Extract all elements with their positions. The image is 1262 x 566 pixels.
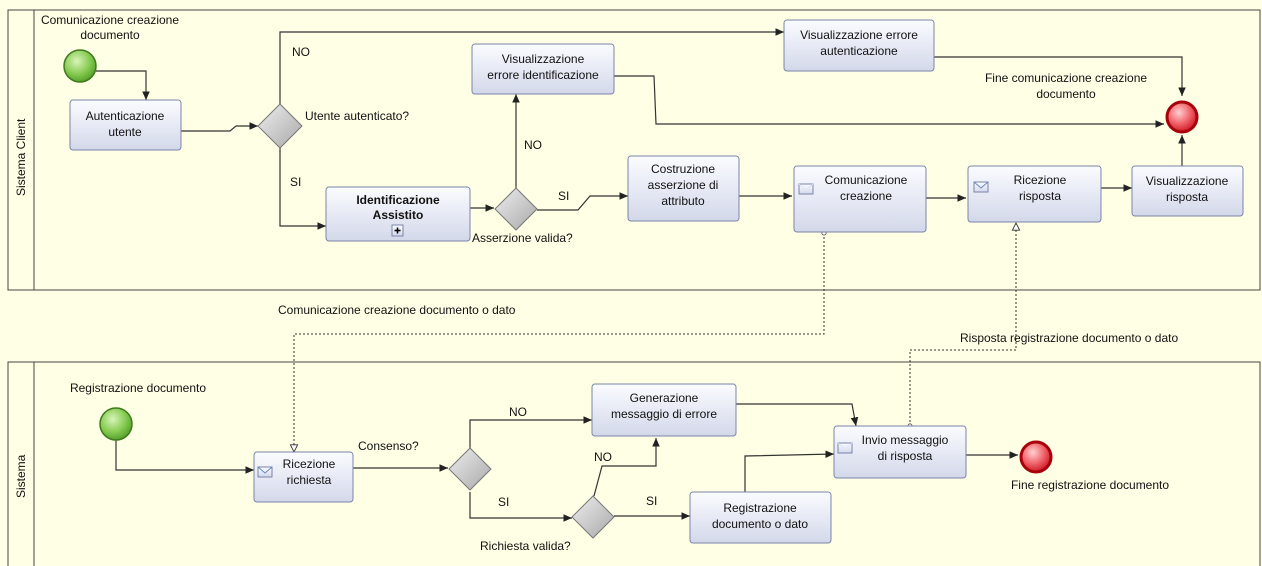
- message-flows: [294, 223, 1016, 452]
- svg-text:Visualizzazione: Visualizzazione: [502, 52, 585, 66]
- svg-text:utente: utente: [108, 125, 142, 139]
- task-identificazione-assistito: Identificazione Assistito: [325, 186, 471, 242]
- svg-text:asserzione di: asserzione di: [648, 178, 719, 192]
- svg-text:Visualizzazione errore: Visualizzazione errore: [800, 28, 918, 42]
- receive-message-icon: [973, 181, 989, 193]
- task-invio-messaggio-risposta: Invio messaggio di risposta: [833, 425, 967, 479]
- svg-text:Identificazione: Identificazione: [356, 193, 440, 207]
- svg-text:Registrazione: Registrazione: [723, 501, 797, 515]
- label-no-richiesta: NO: [594, 450, 612, 464]
- gateway-asserzione-valida: Asserzione valida?: [472, 187, 573, 245]
- label-si-richiesta: SI: [646, 494, 657, 508]
- receive-message-icon: [257, 466, 273, 478]
- send-message-icon: [798, 183, 814, 195]
- svg-text:Invio messaggio: Invio messaggio: [862, 433, 949, 447]
- label-si-consenso: SI: [498, 495, 509, 509]
- svg-text:documento o dato: documento o dato: [712, 517, 808, 531]
- client-lane-title: Sistema Client: [14, 118, 28, 196]
- task-autenticazione-utente: Autenticazione utente: [69, 99, 182, 151]
- system-end-label: Fine registrazione documento: [1011, 478, 1169, 492]
- system-lane-title: Sistema: [14, 454, 28, 498]
- gateway-consenso-label: Consenso?: [358, 439, 419, 453]
- svg-text:Visualizzazione: Visualizzazione: [1146, 174, 1229, 188]
- svg-text:errore identificazione: errore identificazione: [487, 68, 599, 82]
- client-end-label-2: documento: [1036, 87, 1096, 101]
- client-start-event: Comunicazione creazione documento: [41, 13, 179, 83]
- svg-text:Generazione: Generazione: [630, 391, 699, 405]
- svg-text:Autenticazione: Autenticazione: [86, 109, 165, 123]
- label-no-consenso: NO: [509, 405, 527, 419]
- task-visualizzazione-errore-identificazione: Visualizzazione errore identificazione: [471, 43, 615, 95]
- subprocess-plus-icon: [391, 224, 404, 237]
- client-start-label-1: Comunicazione creazione: [41, 13, 179, 27]
- gateway-richiesta-valida: Richiesta valida?: [480, 495, 615, 553]
- system-start-label: Registrazione documento: [70, 381, 206, 395]
- message-flow-comunicazione-label: Comunicazione creazione documento o dato: [278, 303, 516, 317]
- svg-text:risposta: risposta: [1166, 190, 1208, 204]
- task-registrazione-documento: Registrazione documento o dato: [689, 491, 832, 544]
- system-start-event: Registrazione documento: [70, 381, 206, 441]
- send-message-icon: [837, 442, 853, 454]
- task-ricezione-richiesta: Ricezione richiesta: [253, 451, 354, 503]
- label-no-asserzione: NO: [524, 138, 542, 152]
- task-visualizzazione-risposta: Visualizzazione risposta: [1131, 165, 1244, 217]
- svg-text:attributo: attributo: [661, 194, 705, 208]
- gateway-utente-autenticato: Utente autenticato?: [257, 103, 409, 149]
- task-ricezione-risposta: Ricezione risposta: [967, 165, 1102, 223]
- client-end-event: Fine comunicazione creazione documento: [985, 71, 1199, 134]
- label-si-auth: SI: [290, 175, 301, 189]
- svg-text:autenticazione: autenticazione: [820, 44, 898, 58]
- svg-text:creazione: creazione: [840, 189, 892, 203]
- svg-text:Costruzione: Costruzione: [651, 162, 715, 176]
- svg-text:richiesta: richiesta: [287, 473, 332, 487]
- svg-text:Assistito: Assistito: [373, 208, 424, 222]
- task-generazione-messaggio-errore: Generazione messaggio di errore: [591, 383, 737, 437]
- gateway-richiesta-valida-label: Richiesta valida?: [480, 539, 571, 553]
- system-end-event: Fine registrazione documento: [1011, 440, 1169, 492]
- svg-text:Ricezione: Ricezione: [283, 457, 336, 471]
- flow-labels: NO SI NO SI NO SI NO SI Comunicazione cr…: [278, 45, 1178, 509]
- client-end-label-1: Fine comunicazione creazione: [985, 71, 1147, 85]
- svg-text:risposta: risposta: [1019, 189, 1061, 203]
- label-no-auth: NO: [292, 45, 310, 59]
- svg-text:messaggio di errore: messaggio di errore: [611, 407, 717, 421]
- task-comunicazione-creazione: Comunicazione creazione: [793, 165, 927, 233]
- client-start-label-2: documento: [80, 28, 140, 42]
- gateway-asserzione-valida-label: Asserzione valida?: [472, 231, 573, 245]
- message-flow-risposta-label: Risposta registrazione documento o dato: [960, 331, 1178, 345]
- task-visualizzazione-errore-autenticazione: Visualizzazione errore autenticazione: [783, 19, 935, 72]
- task-costruzione-asserzione: Costruzione asserzione di attributo: [627, 155, 740, 222]
- client-lane: [7, 9, 1261, 291]
- gateway-utente-autenticato-label: Utente autenticato?: [305, 109, 409, 123]
- client-sequence-flows: [96, 28, 1186, 230]
- svg-text:di risposta: di risposta: [878, 449, 933, 463]
- gateway-consenso: Consenso?: [358, 439, 492, 491]
- svg-text:Comunicazione: Comunicazione: [825, 173, 908, 187]
- svg-text:Ricezione: Ricezione: [1014, 173, 1067, 187]
- label-si-asserzione: SI: [558, 189, 569, 203]
